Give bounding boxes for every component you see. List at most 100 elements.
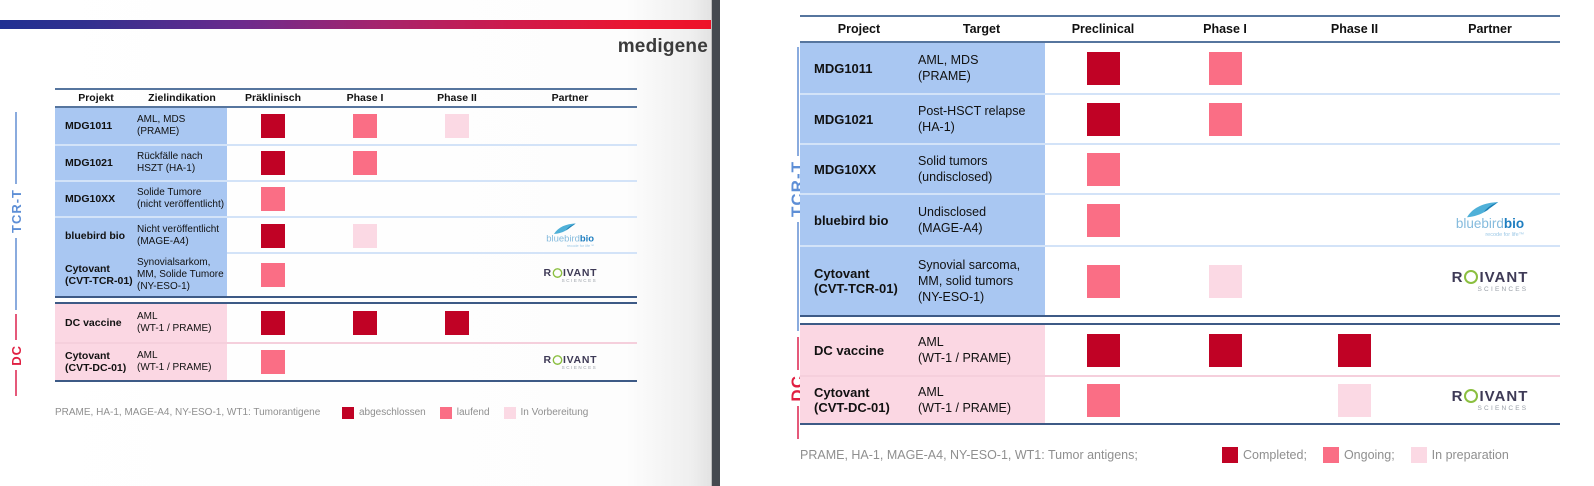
phase1-cell <box>319 344 411 380</box>
legend-preparation: In preparation <box>1410 447 1509 463</box>
bluebird-tagline: recode for life™ <box>1485 231 1525 238</box>
legend-label: laufend <box>456 407 490 418</box>
bluebird-wordmark: bluebirdbio <box>546 234 594 243</box>
target-cell: Nicht veröffentlicht (MAGE-A4) <box>137 218 227 254</box>
phase1-cell <box>319 146 411 180</box>
legend-ongoing: Ongoing; <box>1322 447 1395 463</box>
bracket-line <box>15 238 17 310</box>
phase1-cell <box>319 304 411 342</box>
roivant-wordmark: R IVANT <box>543 354 597 365</box>
section-label-dc: DC <box>8 344 24 366</box>
table-row-mdg10xx: MDG10XX Solide Tumore (nicht veröffentli… <box>55 180 637 216</box>
preclinical-cell <box>227 304 319 342</box>
table-row-cytovant-dc: Cytovant (CVT-DC-01) AML (WT-1 / PRAME) … <box>55 342 637 380</box>
roivant-letters: IVANT <box>562 353 597 366</box>
table-row-mdg1021: MDG1021 Rückfälle nach HSZT (HA-1) <box>55 144 637 180</box>
table-row-cytovant-tcr: Cytovant (CVT-TCR-01) Synovial sarcoma, … <box>800 245 1560 315</box>
status-square <box>445 114 469 138</box>
table-row-mdg10xx: MDG10XX Solid tumors (undisclosed) <box>800 143 1560 193</box>
project-cell: MDG1021 <box>55 146 137 180</box>
project-cell: bluebird bio <box>800 195 918 245</box>
phase1-cell <box>1161 145 1289 193</box>
header-phase2: Phase II <box>437 92 477 104</box>
status-legend: abgeschlossen laufend In Vorbereitung <box>342 406 588 419</box>
phase2-cell <box>1289 377 1420 423</box>
bracket-line <box>15 314 17 340</box>
status-square <box>1208 51 1242 85</box>
phase1-cell <box>1161 325 1289 375</box>
legend-ongoing: laufend <box>439 406 490 419</box>
preclinical-cell <box>1045 95 1161 143</box>
partner-cell <box>503 108 637 144</box>
section-tcrt: MDG1011 AML, MDS (PRAME) MDG1021 Post-HS… <box>800 43 1560 317</box>
status-square <box>1086 383 1120 417</box>
table-row-mdg1011: MDG1011 AML, MDS (PRAME) <box>800 43 1560 93</box>
bluebird-bio-logo: bluebirdbio recode for life™ <box>546 223 594 248</box>
roivant-letter-r: R <box>543 353 552 366</box>
status-square <box>1338 333 1371 367</box>
status-square <box>353 311 377 335</box>
header-preclinical: Präklinisch <box>244 92 302 104</box>
partner-cell <box>503 304 637 342</box>
footnote-text: PRAME, HA-1, MAGE-A4, NY-ESO-1, WT1: Tum… <box>55 407 321 418</box>
preclinical-cell <box>227 182 319 216</box>
bracket-line <box>797 337 799 370</box>
phase1-cell <box>1161 195 1289 245</box>
phase2-cell <box>411 304 503 342</box>
bluebird-wordmark: bluebirdbio <box>1456 217 1524 231</box>
target-cell: AML (WT-1 / PRAME) <box>137 304 227 342</box>
table-header-row: Project Target Preclinical Phase I Phase… <box>800 15 1560 43</box>
header-phase1: Phase I <box>346 92 384 104</box>
roivant-letter-r: R <box>1451 387 1464 405</box>
legend-label: abgeschlossen <box>359 407 426 418</box>
partner-cell <box>1420 325 1560 375</box>
bluebird-word1: bluebird <box>1455 216 1504 232</box>
target-cell: Rückfälle nach HSZT (HA-1) <box>137 146 227 180</box>
table-row-dc-vaccine: DC vaccine AML (WT-1 / PRAME) <box>55 304 637 342</box>
phase1-cell <box>319 108 411 144</box>
status-square <box>1338 383 1371 417</box>
preclinical-cell <box>227 108 319 144</box>
table-row-bluebird: bluebird bio Undisclosed (MAGE-A4) blueb… <box>800 193 1560 245</box>
bluebird-swoosh-icon <box>1466 202 1499 218</box>
header-partner: Partner <box>1468 22 1512 36</box>
legend-square-preparation <box>1410 447 1427 463</box>
bluebird-word2: bio <box>579 233 594 244</box>
preclinical-cell <box>1045 145 1161 193</box>
target-cell: AML, MDS (PRAME) <box>137 108 227 144</box>
phase2-cell <box>1289 247 1420 315</box>
roivant-o-ring-icon <box>1464 389 1479 403</box>
pipeline-table-english: Project Target Preclinical Phase I Phase… <box>800 15 1560 425</box>
preclinical-cell <box>227 146 319 180</box>
partner-cell: R IVANT SCIENCES <box>1420 377 1560 423</box>
status-square <box>1086 102 1120 136</box>
legend-label: Completed; <box>1243 448 1307 462</box>
target-cell: AML (WT-1 / PRAME) <box>918 325 1045 375</box>
window-divider <box>712 0 720 486</box>
project-cell: MDG1021 <box>800 95 918 143</box>
legend-completed: abgeschlossen <box>342 406 426 419</box>
bracket-line <box>797 222 799 332</box>
roivant-letter-r: R <box>1451 268 1464 286</box>
roivant-sciences-label: SCIENCES <box>561 278 597 284</box>
roivant-letters: IVANT <box>1479 387 1529 405</box>
roivant-sciences-label: SCIENCES <box>561 365 597 371</box>
table-row-bluebird: bluebird bio Nicht veröffentlicht (MAGE-… <box>55 216 637 254</box>
partner-cell: R IVANT SCIENCES <box>503 344 637 380</box>
bluebird-word1: bluebird <box>546 233 580 244</box>
project-cell: Cytovant (CVT-DC-01) <box>800 377 918 423</box>
phase1-cell <box>1161 377 1289 423</box>
phase2-cell <box>1289 43 1420 93</box>
preclinical-cell <box>1045 195 1161 245</box>
bluebird-bio-logo: bluebirdbio recode for life™ <box>1456 202 1524 238</box>
partner-cell <box>1420 43 1560 93</box>
table-row-mdg1011: MDG1011 AML, MDS (PRAME) <box>55 108 637 144</box>
phase2-cell <box>411 254 503 296</box>
phase2-cell <box>1289 325 1420 375</box>
preclinical-cell <box>227 218 319 254</box>
roivant-sciences-label: SCIENCES <box>1477 404 1529 412</box>
